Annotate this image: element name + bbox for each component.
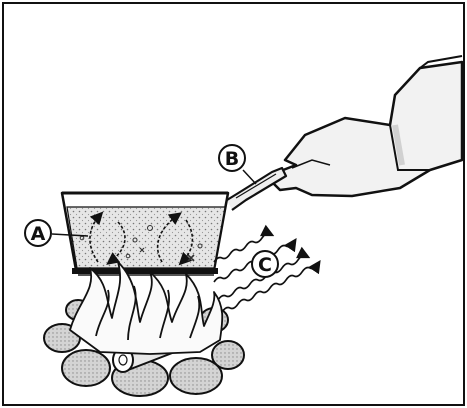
label-c-text: C xyxy=(258,254,272,276)
label-a-text: A xyxy=(31,223,46,245)
label-b-text: B xyxy=(225,148,239,170)
pot-handle xyxy=(227,168,286,210)
label-b: B xyxy=(219,145,256,184)
gloved-hand xyxy=(272,56,462,196)
pot xyxy=(62,193,228,276)
label-c: C xyxy=(252,251,278,277)
